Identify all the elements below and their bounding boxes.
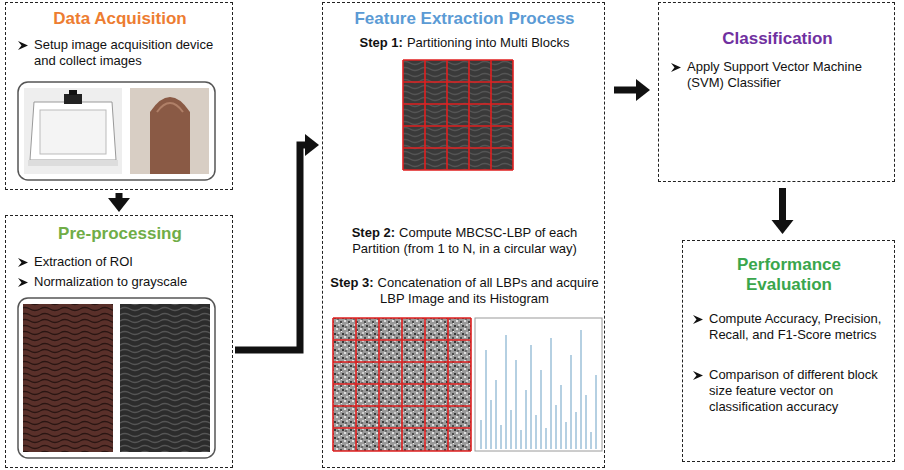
- step-line: Step 2:Compute MBCSC-LBP of each Partiti…: [327, 225, 602, 257]
- step-paragraph: Step 1: Partitioning into Multi Blocks: [327, 35, 602, 51]
- bullet-item: Setup image acquisition device and colle…: [18, 37, 226, 69]
- step-label: Step 2:: [352, 225, 395, 240]
- stage-box: Performance EvaluationCompute Accuracy, …: [682, 240, 895, 462]
- roi-images: [18, 298, 215, 458]
- block-grid-image: [403, 60, 513, 170]
- bullet-item: Compute Accuracy, Precision, Recall, and…: [693, 311, 889, 343]
- acquisition-photos: [18, 82, 215, 180]
- bullet-arrow: [693, 370, 704, 381]
- bullet-item: Normalization to grayscale: [18, 274, 226, 290]
- bullet-item: Apply Support Vector Machine (SVM) Class…: [671, 59, 886, 91]
- stage-box: Feature Extraction ProcessStep 1: Partiti…: [322, 2, 605, 468]
- arrow-head: [636, 79, 650, 101]
- lbp-image: [333, 318, 471, 451]
- bullet-item: Comparison of different block size featu…: [693, 367, 889, 415]
- stage-heading: Classification: [663, 29, 892, 49]
- stage-heading: Data Acquisition: [10, 9, 230, 29]
- bullet-arrow: [671, 62, 682, 73]
- heading-block: Pre-processing: [10, 224, 230, 244]
- flow-arrow: [772, 188, 794, 234]
- heading-block: Data Acquisition: [10, 9, 230, 29]
- heading-block: Performance Evaluation: [704, 255, 874, 295]
- arrow-shaft: [235, 145, 306, 350]
- arrow-shaft: [614, 87, 637, 94]
- bullet-arrow: [18, 277, 29, 288]
- bullet-text: Extraction of ROI: [34, 254, 226, 270]
- arrow-head: [305, 134, 319, 156]
- heading-block: Feature Extraction Process: [327, 9, 602, 29]
- step-text: Partitioning into Multi Blocks: [407, 35, 570, 50]
- stage-heading: Performance Evaluation: [704, 255, 874, 295]
- arrow-head: [108, 198, 130, 212]
- step-label: Step 1:: [360, 35, 403, 50]
- bullet-arrow: [18, 257, 29, 268]
- arrow-shaft: [779, 188, 786, 221]
- step-line: Step 3: Concatenation of all LBPs and acq…: [327, 275, 602, 307]
- bullet-text: Normalization to grayscale: [34, 274, 226, 290]
- lbp-histogram: [475, 318, 602, 451]
- step-line: Step 1: Partitioning into Multi Blocks: [327, 35, 602, 51]
- stage-box: Data AcquisitionSetup image acquisition …: [5, 2, 233, 190]
- flow-arrow: [108, 193, 130, 212]
- step-text: Concatenation of all LBPs and acquire LB…: [378, 275, 599, 306]
- heading-block: Classification: [663, 29, 892, 49]
- bullet-arrow: [693, 314, 704, 325]
- bullet-text: Setup image acquisition device and colle…: [34, 37, 226, 69]
- bullet-text: Compute Accuracy, Precision, Recall, and…: [709, 311, 889, 343]
- step-paragraph: Step 3: Concatenation of all LBPs and acq…: [327, 275, 602, 307]
- step-paragraph: Step 2:Compute MBCSC-LBP of each Partiti…: [327, 225, 602, 257]
- flow-arrow: [235, 134, 319, 350]
- bullet-arrow: [18, 40, 29, 51]
- stage-box: Pre-processingExtraction of ROI Normaliza…: [5, 215, 233, 468]
- flow-arrow: [614, 79, 650, 101]
- step-label: Step 3:: [330, 275, 373, 290]
- bullet-text: Comparison of different block size featu…: [709, 367, 889, 415]
- stage-heading: Pre-processing: [10, 224, 230, 244]
- bullet-text: Apply Support Vector Machine (SVM) Class…: [687, 59, 886, 91]
- arrow-head: [772, 220, 794, 234]
- stage-heading: Feature Extraction Process: [327, 9, 602, 29]
- stage-box: ClassificationApply Support Vector Machi…: [658, 2, 895, 182]
- bullet-item: Extraction of ROI: [18, 254, 226, 270]
